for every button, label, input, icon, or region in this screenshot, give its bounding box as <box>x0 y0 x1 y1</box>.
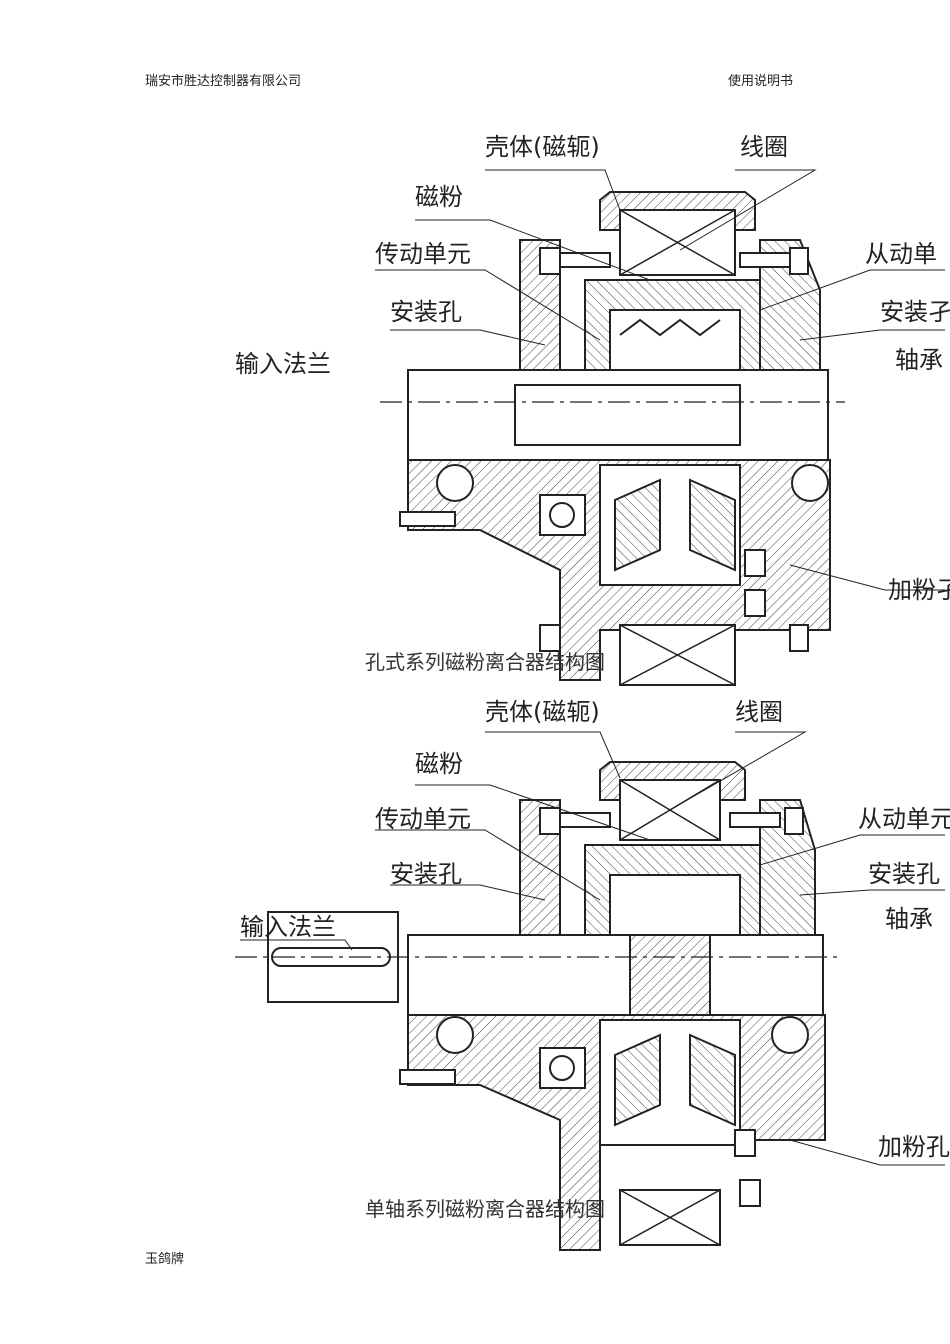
single-shaft-clutch-diagram: 壳体(磁轭) 线圈 磁粉 传动单元 从动单元 安装孔 安装孔 轴承 输入法兰 加… <box>235 698 950 1251</box>
label-drive-unit-2: 传动单元 <box>375 805 471 833</box>
label-mount-hole-right: 安装孑 <box>880 298 950 326</box>
label-input-flange: 输入法兰 <box>235 350 331 378</box>
figure1-caption: 孔式系列磁粉离合器结构图 <box>365 650 605 674</box>
label-powder-2: 磁粉 <box>415 750 463 778</box>
label-input-flange-2: 输入法兰 <box>240 913 336 941</box>
label-shell-2: 壳体(磁轭) <box>485 698 600 726</box>
label-bearing-2: 轴承 <box>885 905 933 933</box>
label-coil: 线圈 <box>740 133 788 161</box>
label-coil-2: 线圈 <box>735 698 783 726</box>
label-mount-hole-right-2: 安装孔 <box>868 860 940 888</box>
label-mount-hole-left: 安装孔 <box>390 298 462 326</box>
footer-brand: 玉鸽牌 <box>145 1252 185 1267</box>
label-shell: 壳体(磁轭) <box>485 133 600 161</box>
label-drive-unit: 传动单元 <box>375 240 471 268</box>
header-doc-type: 使用说明书 <box>728 74 794 89</box>
label-mount-hole-left-2: 安装孔 <box>390 860 462 888</box>
figure2-caption: 单轴系列磁粉离合器结构图 <box>365 1197 605 1221</box>
label-powder-hole-2: 加粉孔 <box>878 1133 950 1161</box>
hole-type-clutch-diagram: 壳体(磁轭) 线圈 磁粉 传动单元 从动单 安装孔 安装孑 轴承 输入法兰 加粉… <box>235 133 950 686</box>
label-bearing: 轴承 <box>895 346 943 374</box>
label-driven-unit: 从动单 <box>865 240 937 268</box>
label-powder-hole: 加粉孑 <box>888 576 950 604</box>
label-driven-unit-2: 从动单元 <box>858 805 950 833</box>
label-powder: 磁粉 <box>415 183 463 211</box>
header-company: 瑞安市胜达控制器有限公司 <box>145 74 302 89</box>
